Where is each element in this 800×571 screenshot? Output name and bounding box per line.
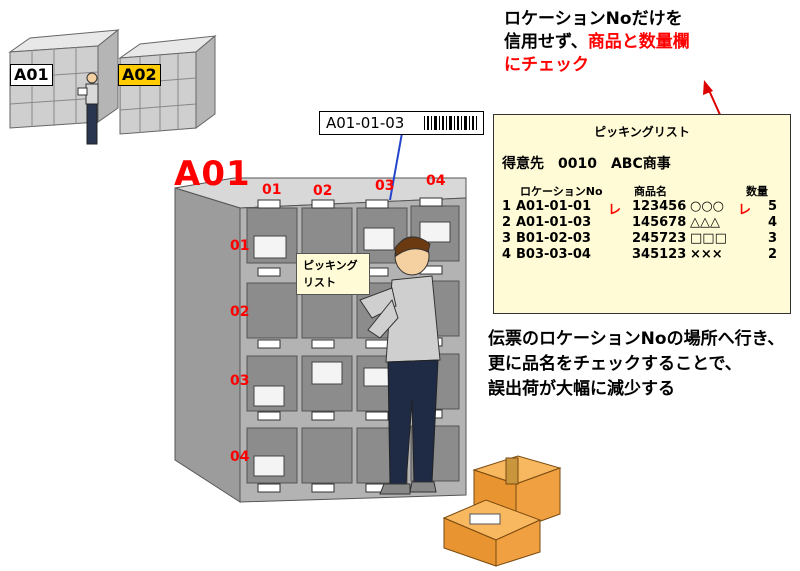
headline-line2-red: 商品と数量欄 [587,32,690,52]
cardboard-boxes [442,455,562,567]
small-rack-tag-a02: A02 [118,64,161,86]
row-qty: 5 [768,199,778,214]
small-rack-tag-a01: A01 [10,64,53,86]
headline: ロケーションNoだけを 信用せず、商品と数量欄 にチェック [504,8,690,77]
picking-list-customer: 得意先 0010 ABC商事 [502,156,671,172]
headline-line2-prefix: 信用せず、 [504,32,588,52]
explanation-line1: 伝票のロケーションNoの場所へ行き、 [488,329,785,349]
header-product: 商品名 [634,185,667,198]
row-name: △△△ [690,215,720,230]
small-worker-figure [77,72,99,145]
explanation-line2: 更に品名をチェックすることで、 [488,354,742,374]
row-no: 4 [502,247,512,262]
held-card-line2: リスト [303,276,336,289]
header-location: ロケーションNo [520,185,603,198]
barcode-icon [424,116,477,130]
held-card-line1: ピッキング [303,259,358,272]
picking-list: ピッキングリスト 得意先 0010 ABC商事 ロケーションNo 商品名 数量 … [493,114,791,314]
rack-row-3: 03 [230,373,250,389]
row-no: 1 [502,199,512,214]
row-no: 3 [502,231,512,246]
row-name: ○○○ [690,199,725,214]
rack-column-1: 01 [262,182,282,198]
row-code: 123456 [632,199,687,214]
row-qty: 4 [768,215,778,230]
row-qty: 2 [768,247,778,262]
row-location: A01-01-01 [516,199,592,214]
rack-row-4: 04 [230,449,250,465]
rack-row-2: 02 [230,304,250,320]
qty-check-mark: レ [738,203,752,218]
rack-column-2: 02 [313,183,333,199]
rack-row-1: 01 [230,238,250,254]
row-code: 245723 [632,231,687,246]
label-pointer-line [389,132,403,201]
headline-line2: 信用せず、商品と数量欄 [504,31,690,54]
explanation-line3: 誤出荷が大幅に減少する [488,379,675,399]
row-location: B01-02-03 [516,231,591,246]
row-name: □□□ [690,231,727,246]
row-location: B03-03-04 [516,247,591,262]
rack-column-3: 03 [375,178,395,194]
picking-list-title: ピッキングリスト [594,125,690,139]
header-qty: 数量 [746,185,768,198]
location-check-mark: レ [608,203,622,218]
row-location: A01-01-03 [516,215,592,230]
location-label: A01-01-03 [319,111,484,135]
rack-title: A01 [174,154,251,194]
row-code: 345123 [632,247,687,262]
check-arrow-head [703,80,713,95]
worker-figure [359,236,441,495]
location-label-text: A01-01-03 [326,114,405,132]
headline-line1: ロケーションNoだけを [504,9,683,29]
row-code: 145678 [632,215,687,230]
explanation-text: 伝票のロケーションNoの場所へ行き、 更に品名をチェックすることで、 誤出荷が大… [488,327,784,402]
row-qty: 3 [768,231,778,246]
row-no: 2 [502,215,512,230]
held-picking-list-card: ピッキング リスト [296,253,370,295]
rack-column-4: 04 [426,173,446,189]
headline-line3: にチェック [504,55,589,75]
row-name: ××× [690,247,723,262]
